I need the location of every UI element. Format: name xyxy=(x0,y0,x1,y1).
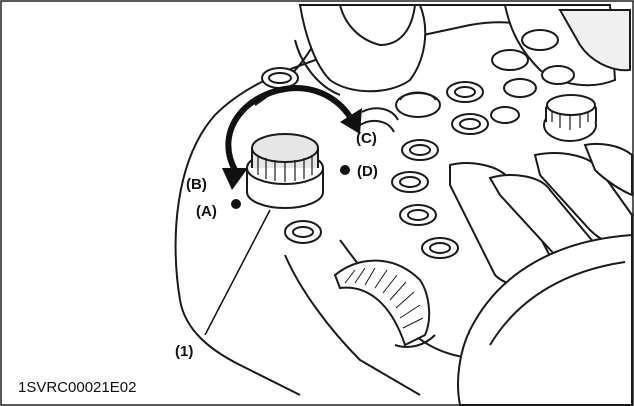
upper-lever-housing xyxy=(298,4,631,93)
label-b: (B) xyxy=(186,176,207,193)
arrow-head-left xyxy=(222,168,248,190)
switch-cluster xyxy=(261,29,585,259)
label-d: (D) xyxy=(357,163,378,180)
position-dot-d xyxy=(340,165,350,175)
leader-line-1 xyxy=(204,209,271,336)
rotation-arrow xyxy=(225,84,355,174)
right-knob xyxy=(543,94,597,142)
position-dot-a xyxy=(231,199,241,209)
label-c: (C) xyxy=(356,130,377,147)
thumbwheel xyxy=(333,259,436,348)
arrow-head-right xyxy=(340,108,362,134)
label-a: (A) xyxy=(196,203,217,220)
figure-code: 1SVRC00021E02 xyxy=(18,379,136,396)
small-rotary-knob xyxy=(359,91,441,133)
rotary-knob xyxy=(246,133,324,209)
armrest-panel xyxy=(457,233,633,406)
label-part-1: (1) xyxy=(175,343,193,360)
